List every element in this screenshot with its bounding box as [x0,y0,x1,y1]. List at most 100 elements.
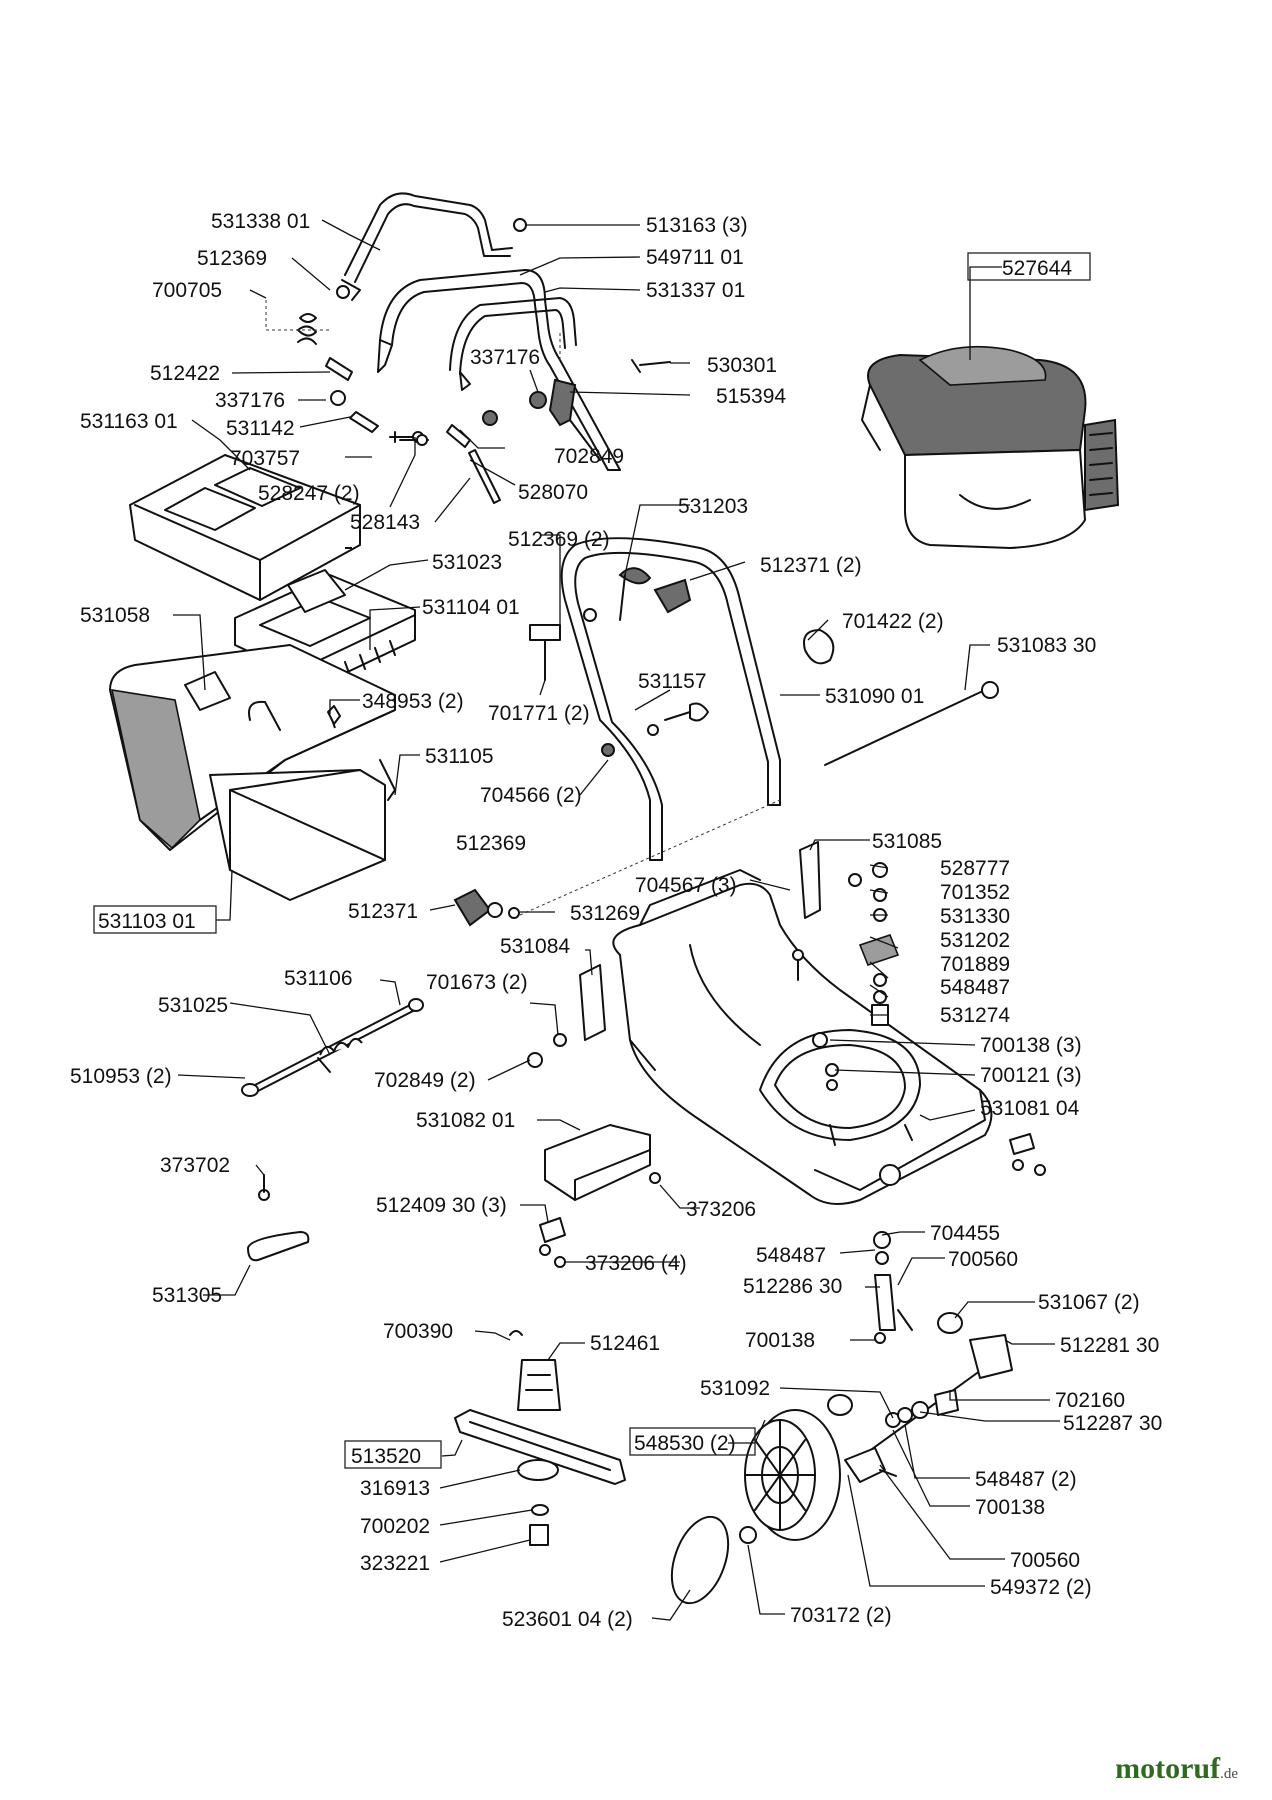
part-label: 510953 (2) [70,1065,172,1088]
blade-adapter [509,1330,561,1411]
part-label: 531142 [226,417,295,440]
part-label: 700121 (3) [980,1064,1082,1087]
part-label: 700138 [745,1329,815,1352]
part-label: 531203 [678,495,748,518]
part-label: 531202 [940,929,1010,952]
part-label: 531305 [152,1284,222,1307]
mower-deck [612,869,993,1205]
part-label: 512461 [590,1332,660,1355]
part-label: 701352 [940,881,1010,904]
part-label: 703172 (2) [790,1604,892,1627]
part-label: 512369 (2) [508,528,610,551]
part-label: 531085 [872,830,942,853]
mid-handle [377,269,621,471]
part-label: 531104 01 [422,596,520,619]
rear-axle [241,998,424,1097]
part-label: 337176 [215,389,285,412]
part-label: 701889 [940,953,1010,976]
part-label: 531083 30 [997,634,1096,657]
part-label: 531269 [570,902,640,925]
part-label: 548487 (2) [975,1468,1077,1491]
part-label: 531084 [500,935,570,958]
part-label: 512409 30 (3) [376,1194,507,1217]
part-label: 531023 [432,551,502,574]
part-label: 316913 [360,1477,430,1500]
part-label: 531163 01 [80,410,178,433]
part-label: 513163 (3) [646,214,748,237]
part-label: 530301 [707,354,777,377]
part-label: 531081 04 [980,1097,1080,1120]
part-label: 701422 (2) [842,610,944,633]
catcher-lid [129,454,361,601]
wheel [739,1409,841,1544]
part-label: 700138 [975,1496,1045,1519]
part-label: 531067 (2) [1038,1291,1140,1314]
part-label: 337176 [470,346,540,369]
part-label: 531105 [425,745,494,768]
part-label-box [93,905,217,934]
watermark-tld: .de [1220,1766,1238,1782]
part-label: 512371 [348,900,418,923]
part-label: 700202 [360,1515,430,1538]
part-label: 704567 (3) [635,874,737,897]
watermark-main: motoruf [1115,1752,1221,1785]
part-label: 528143 [350,511,420,534]
part-label: 549711 01 [646,246,744,269]
part-label: 373702 [160,1154,230,1177]
part-label: 531274 [940,1004,1010,1027]
engine [861,345,1120,549]
grass-bag [109,644,396,901]
part-label: 523601 04 (2) [502,1608,633,1631]
part-label: 701673 (2) [426,971,528,994]
part-label: 528247 (2) [258,482,360,505]
part-label: 512369 [197,247,267,270]
part-label: 548530 (2) [634,1432,736,1455]
part-label: 702160 [1055,1389,1125,1412]
assembly-guide-lines [265,300,781,916]
part-label: 528070 [518,481,588,504]
part-label: 531338 01 [211,210,310,233]
part-label: 531330 [940,905,1010,928]
upper-handle-bar [341,192,513,301]
part-label: 704455 [930,1222,1000,1245]
part-label: 373206 [686,1198,756,1221]
bracket-531084 [527,964,606,1068]
leader-lines [173,219,1060,1621]
part-label: 700560 [1010,1549,1080,1572]
part-label: 527644 [1002,257,1072,280]
part-label: 704566 (2) [480,784,582,807]
rear-wheel-bracket [827,1231,1013,1483]
part-label: 512281 30 [1060,1334,1159,1357]
part-label: 531082 01 [416,1109,515,1132]
part-label: 700138 (3) [980,1034,1082,1057]
part-label: 528777 [940,857,1010,880]
part-label: 531157 [638,670,707,693]
part-label: 515394 [716,385,786,408]
part-label: 531106 [284,967,353,990]
part-label: 531092 [700,1377,770,1400]
blade [454,1409,626,1546]
part-label-box [344,1440,442,1469]
watermark-logo: motoruf.de [1115,1752,1238,1786]
wheel-cap [670,1515,730,1605]
misc-top-parts [327,547,999,927]
part-label: 512371 (2) [760,554,862,577]
part-label: 531090 01 [825,685,924,708]
lower-handle [560,537,781,861]
part-label: 702849 (2) [374,1069,476,1092]
part-label: 531337 01 [646,279,745,302]
part-labels: 531338 01 512369 700705 512422 337176 53… [70,210,1162,1631]
part-label: 702849 [554,445,624,468]
part-label: 700560 [948,1248,1018,1271]
part-label-box [967,252,1091,281]
part-label: 512422 [150,362,220,385]
rear-flap [544,1124,661,1201]
part-label: 701771 (2) [488,702,590,725]
part-label: 548487 [756,1244,826,1267]
part-label: 531025 [158,994,228,1017]
part-label: 373206 (4) [585,1252,687,1275]
part-label: 531058 [80,604,150,627]
part-label: 512369 [456,832,526,855]
part-label: 348953 (2) [362,690,464,713]
